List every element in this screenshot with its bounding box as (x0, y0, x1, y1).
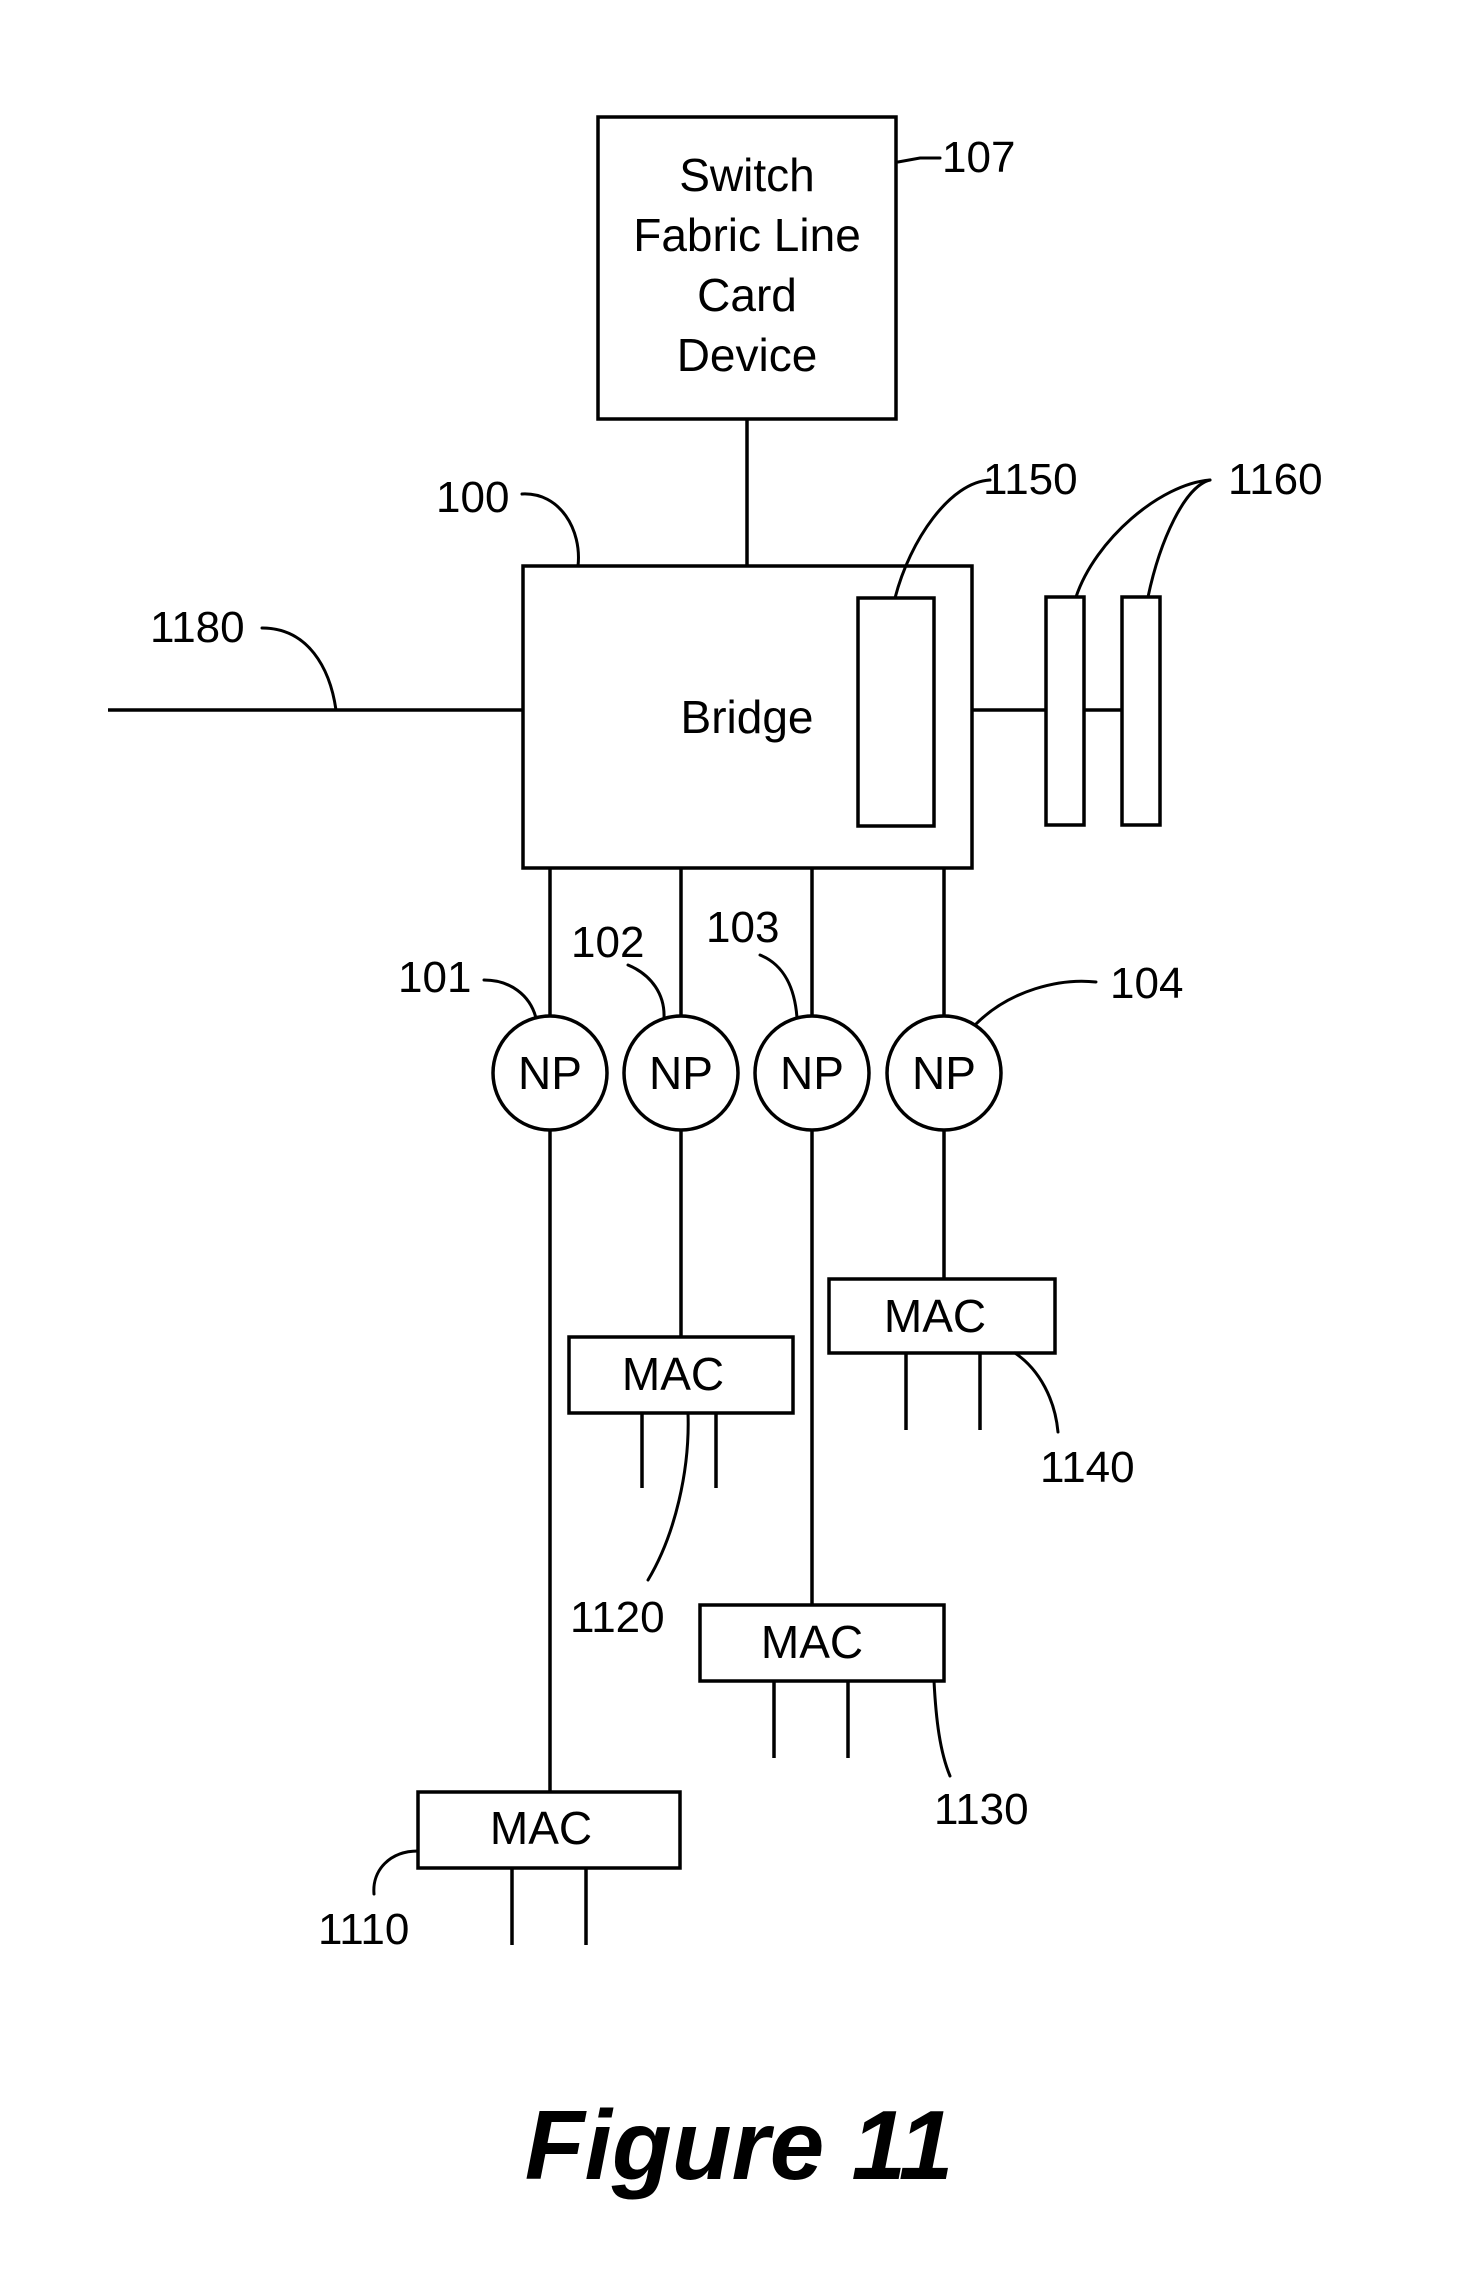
ref-103: 103 (706, 903, 779, 952)
mac-1120-label: MAC (622, 1348, 724, 1400)
np-104-label: NP (912, 1047, 976, 1099)
leader-1120 (648, 1413, 688, 1580)
leader-104 (976, 981, 1096, 1024)
switch-fabric-label-line-4: Device (677, 329, 818, 381)
leader-107 (898, 158, 940, 162)
mac-1130: MAC (700, 1605, 944, 1681)
ref-1160: 1160 (1228, 455, 1323, 504)
np-101-label: NP (518, 1047, 582, 1099)
ref-1110: 1110 (318, 1905, 409, 1954)
ref-100: 100 (436, 473, 509, 522)
mac-1110: MAC (418, 1792, 680, 1868)
leader-103 (760, 955, 797, 1018)
network-processor-104: NP (887, 1016, 1001, 1130)
leader-1140 (1015, 1353, 1058, 1432)
switch-fabric-label-line-3: Card (697, 269, 797, 321)
network-processor-101: NP (493, 1016, 607, 1130)
ref-104: 104 (1110, 959, 1183, 1008)
memory-block-1150 (858, 598, 934, 826)
leader-1180 (262, 628, 336, 710)
switch-fabric-label-line-1: Switch (679, 149, 814, 201)
ref-1130: 1130 (934, 1785, 1029, 1834)
leader-101 (484, 980, 536, 1018)
figure-caption: Figure 11 (525, 2090, 953, 2200)
network-processor-102: NP (624, 1016, 738, 1130)
ref-1120: 1120 (570, 1593, 665, 1642)
np-102-label: NP (649, 1047, 713, 1099)
network-processor-103: NP (755, 1016, 869, 1130)
ref-102: 102 (571, 918, 644, 967)
mac-1120: MAC (569, 1337, 793, 1413)
leader-1160-b (1148, 480, 1210, 597)
mac-1110-label: MAC (490, 1802, 592, 1854)
external-device-1160-b (1122, 597, 1160, 825)
np-103-label: NP (780, 1047, 844, 1099)
leader-1160-a (1076, 480, 1210, 597)
mac-1140-label: MAC (884, 1290, 986, 1342)
ref-107: 107 (942, 133, 1015, 182)
leader-1130 (934, 1681, 950, 1776)
leader-1110 (374, 1851, 418, 1894)
bridge-label: Bridge (681, 691, 814, 743)
ref-1140: 1140 (1040, 1443, 1135, 1492)
mac-1140: MAC (829, 1279, 1055, 1353)
ref-1180: 1180 (150, 603, 245, 652)
leader-102 (628, 965, 664, 1018)
leader-100 (522, 494, 578, 566)
switch-fabric-label-line-2: Fabric Line (633, 209, 861, 261)
ref-101: 101 (398, 953, 471, 1002)
switch-fabric-line-card-device: Switch Fabric Line Card Device (598, 117, 896, 419)
mac-1130-label: MAC (761, 1616, 863, 1668)
ref-1150: 1150 (983, 455, 1078, 504)
external-device-1160-a (1046, 597, 1084, 825)
